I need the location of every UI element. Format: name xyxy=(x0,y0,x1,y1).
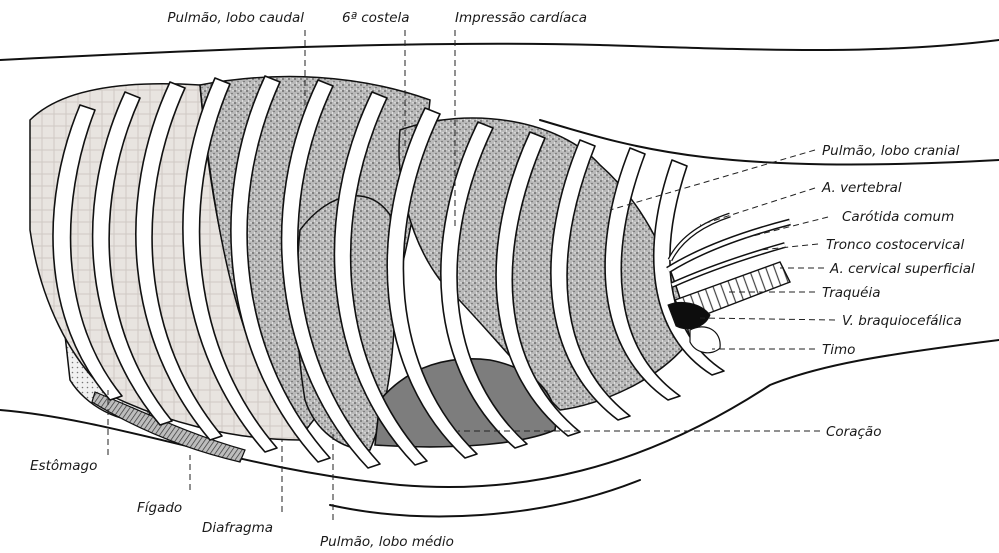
label-stomach: Estômago xyxy=(30,458,97,474)
label-brachiocephalic-vein: V. braquiocefálica xyxy=(842,313,962,329)
label-vertebral-artery: A. vertebral xyxy=(821,180,902,196)
label-lung-caudal-lobe: Pulmão, lobo caudal xyxy=(167,10,304,26)
label-lung-middle-lobe: Pulmão, lobo médio xyxy=(320,534,454,550)
label-lung-cranial-lobe: Pulmão, lobo cranial xyxy=(822,143,960,159)
label-superficial-cervical-artery: A. cervical superficial xyxy=(829,261,975,277)
label-thymus: Timo xyxy=(822,342,855,358)
label-sixth-rib: 6ª costela xyxy=(342,10,410,26)
label-cardiac-impression: Impressão cardíaca xyxy=(455,10,587,26)
label-common-carotid: Carótida comum xyxy=(842,209,954,225)
back-contour xyxy=(0,40,999,60)
label-diaphragm: Diafragma xyxy=(202,520,273,536)
label-heart: Coração xyxy=(826,424,881,440)
label-liver: Fígado xyxy=(137,500,182,516)
leader-brachiocephalic xyxy=(700,318,835,320)
label-costocervical-trunk: Tronco costocervical xyxy=(826,237,965,253)
label-trachea: Traquéia xyxy=(822,285,880,301)
leader-vertebral xyxy=(700,188,815,225)
